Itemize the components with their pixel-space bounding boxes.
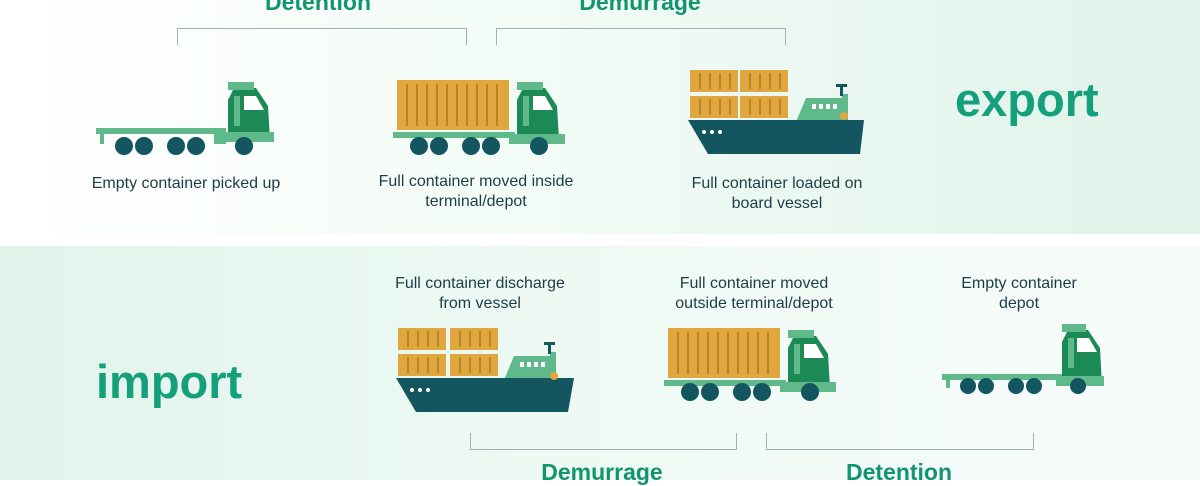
cargo-ship-icon-import — [396, 328, 574, 412]
export-detention-bracket — [177, 28, 467, 45]
empty-truck-icon-import — [942, 324, 1104, 394]
export-title: export — [955, 73, 1099, 126]
cargo-ship-icon — [688, 70, 864, 154]
import-title: import — [96, 355, 243, 408]
loaded-truck-icon-import — [664, 328, 836, 401]
export-demurrage-bracket — [496, 28, 786, 45]
export-step-2-label: Full container moved inside terminal/dep… — [378, 173, 574, 210]
loaded-truck-icon — [393, 80, 565, 155]
export-step-3-label: Full container loaded on board vessel — [691, 175, 863, 212]
export-step-1-label: Empty container picked up — [91, 175, 281, 192]
export-demurrage-label: Demurrage — [579, 0, 701, 15]
import-step-1-label: Full container discharge from vessel — [395, 275, 565, 312]
import-demurrage-bracket — [470, 433, 737, 450]
import-band — [0, 246, 1200, 480]
empty-truck-icon — [96, 82, 274, 155]
import-step-2-label: Full container moved outside terminal/de… — [675, 275, 833, 312]
export-band — [0, 0, 1200, 234]
import-detention-label: Detention — [845, 459, 953, 485]
import-step-3-label: Empty container depot — [961, 275, 1077, 312]
import-detention-bracket — [766, 433, 1034, 450]
import-demurrage-label: Demurrage — [541, 459, 663, 485]
export-detention-label: Detention — [264, 0, 372, 15]
